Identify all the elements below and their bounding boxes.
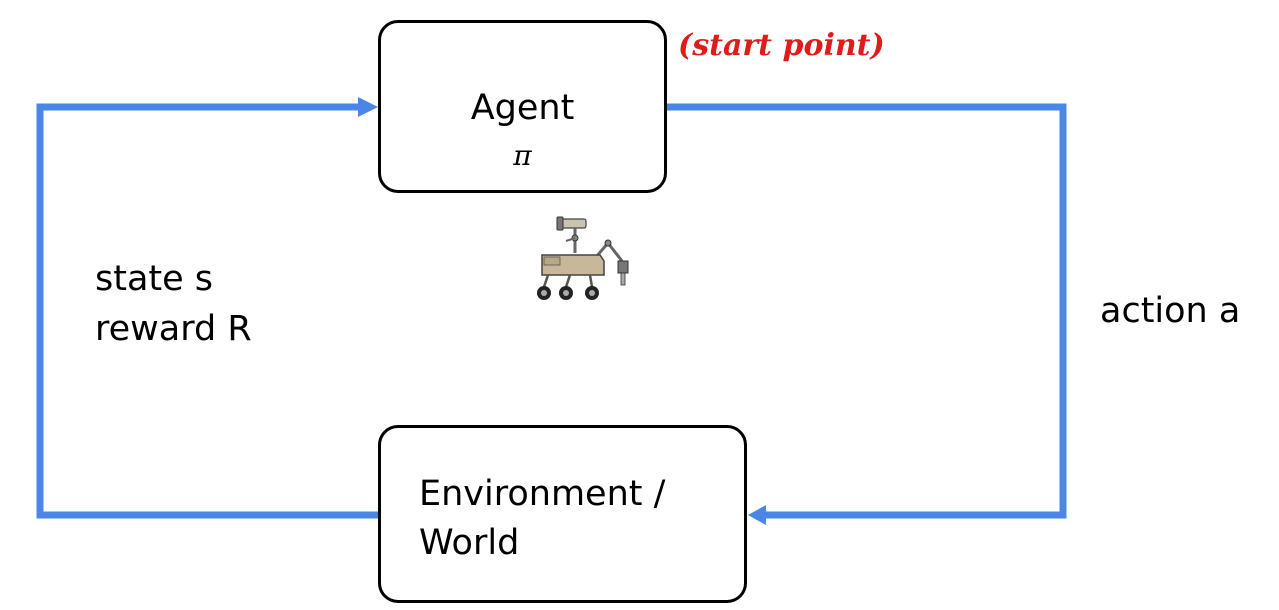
environment-node: Environment / World [378,425,747,603]
rover-robot-icon [537,216,629,300]
action-label: action a [1100,291,1241,331]
start-point-label: (start point) [678,28,885,63]
action-arrowhead [748,505,766,525]
state-label: state s [95,259,214,299]
action-arrow [667,103,1067,519]
agent-policy-symbol: π [513,139,532,172]
state-reward-arrowhead [358,97,378,117]
agent-node: Agent π [378,20,667,193]
environment-label-line2: World [419,523,520,563]
agent-title: Agent [470,88,575,128]
state-reward-arrow [36,103,378,519]
environment-label-line1: Environment / [419,474,666,514]
reward-label: reward R [95,309,252,349]
